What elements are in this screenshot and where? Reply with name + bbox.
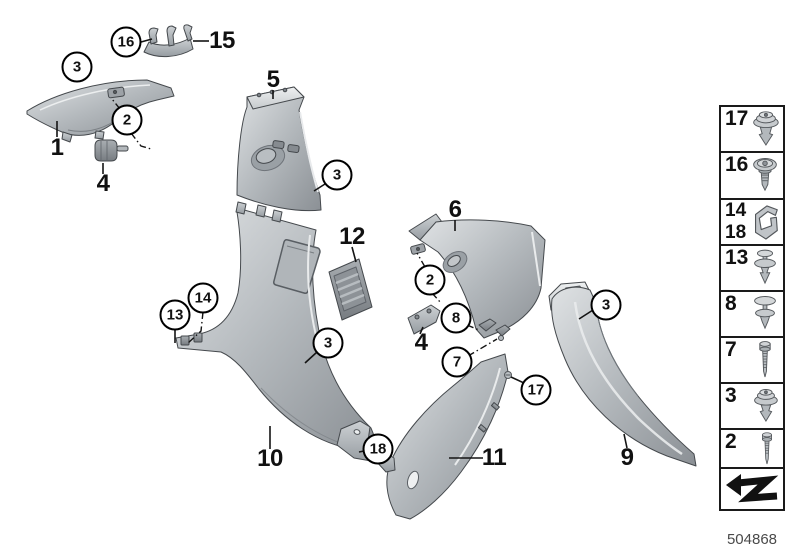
- callout-circle-16[interactable]: 16: [110, 26, 142, 58]
- part-label-10[interactable]: 10: [257, 445, 283, 472]
- fastener-number: 13: [725, 246, 749, 269]
- b-pillar-upper-trim-part-5: [236, 86, 322, 212]
- part-label-9[interactable]: 9: [620, 444, 634, 471]
- expanding-rivet-flat-icon: [754, 296, 776, 330]
- fastener-legend: 17 16: [719, 105, 785, 511]
- bracket-part-15: [143, 24, 194, 57]
- fastener-cell-2[interactable]: 2: [719, 428, 785, 469]
- fastener-cell-13[interactable]: 13: [719, 244, 785, 292]
- callout-circle-2-a[interactable]: 2: [111, 104, 143, 136]
- expanding-rivet-icon: [754, 249, 776, 285]
- vent-grille-part-12: [328, 258, 373, 321]
- fastener-number: 16: [725, 153, 749, 176]
- fastener-number: 18: [725, 222, 747, 243]
- fastener-number: 17: [725, 107, 749, 130]
- screw-with-washer-icon: [753, 157, 777, 191]
- part-label-4-left[interactable]: 4: [96, 170, 110, 197]
- long-screw-icon: [759, 341, 771, 378]
- fastener-cell-7[interactable]: 7: [719, 336, 785, 384]
- callout-circle-14[interactable]: 14: [187, 282, 219, 314]
- fastener-cell-14-18[interactable]: 14 18: [719, 198, 785, 246]
- callout-circle-3-a[interactable]: 3: [61, 51, 93, 83]
- fastener-cell-16[interactable]: 16: [719, 151, 785, 200]
- fastener-cell-8[interactable]: 8: [719, 290, 785, 338]
- part-label-1[interactable]: 1: [50, 134, 64, 161]
- callout-circle-17[interactable]: 17: [520, 374, 552, 406]
- screw-detail-part-11: [504, 371, 512, 379]
- screw-detail-part-1: [107, 86, 125, 99]
- fastener-number: 2: [725, 430, 737, 453]
- part-label-5[interactable]: 5: [266, 66, 280, 93]
- c-pillar-trim-part-6: [408, 213, 546, 341]
- fastener-cell-3[interactable]: 3: [719, 382, 785, 430]
- callout-circle-7[interactable]: 7: [441, 346, 473, 378]
- part-label-6[interactable]: 6: [448, 196, 462, 223]
- fastener-number-group: 14 18: [725, 200, 746, 244]
- spring-clamp-icon: [754, 205, 778, 240]
- callout-circle-2-b[interactable]: 2: [414, 264, 446, 296]
- bracket-part-4-right: [407, 304, 441, 335]
- part-label-4-right[interactable]: 4: [414, 329, 428, 356]
- part-label-11[interactable]: 11: [481, 444, 507, 471]
- fastener-cell-17[interactable]: 17: [719, 105, 785, 153]
- fastener-number: 14: [725, 200, 747, 221]
- callout-circle-13[interactable]: 13: [159, 299, 191, 331]
- callout-circle-8[interactable]: 8: [440, 302, 472, 334]
- fastener-number: 3: [725, 384, 737, 407]
- part-label-15[interactable]: 15: [209, 27, 235, 54]
- reference-arrow-icon: [726, 474, 779, 503]
- part-label-12[interactable]: 12: [339, 223, 365, 250]
- clip-part-4-left: [94, 139, 129, 162]
- a-pillar-trim-part-1: [26, 79, 175, 143]
- callout-circle-3-c[interactable]: 3: [312, 327, 344, 359]
- fastener-number: 8: [725, 292, 737, 315]
- sill-trim-part-11: [375, 353, 512, 520]
- reference-arrow-cell[interactable]: [719, 467, 785, 511]
- screw-detail-part-6: [410, 243, 426, 255]
- figure-number: 504868: [726, 531, 778, 548]
- long-screw-icon: [762, 431, 772, 464]
- rivet-with-washer-icon: [754, 389, 778, 423]
- callout-circle-3-d[interactable]: 3: [590, 289, 622, 321]
- callout-circle-18[interactable]: 18: [362, 433, 394, 465]
- fastener-number: 7: [725, 338, 737, 361]
- leader-lines: [56, 38, 628, 459]
- d-pillar-trim-part-9: [548, 281, 697, 467]
- expanding-rivet-washer-icon: [753, 111, 779, 146]
- callout-circle-3-b[interactable]: 3: [321, 159, 353, 191]
